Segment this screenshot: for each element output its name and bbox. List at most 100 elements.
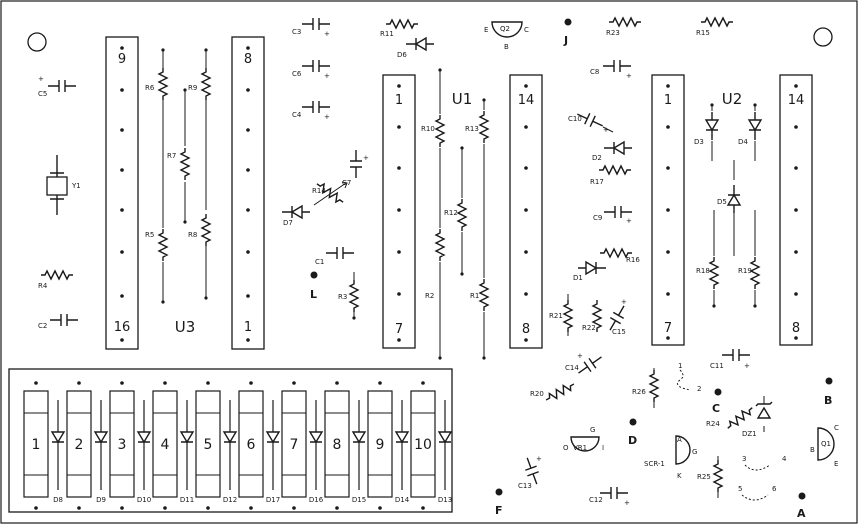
r21-resistor: R21 <box>549 294 573 336</box>
bar-diode-symbol <box>308 431 324 444</box>
bar-pad-top <box>421 381 425 385</box>
svg-text:C: C <box>834 424 839 432</box>
u3-pin-16: 16 <box>114 320 131 335</box>
u2-pin-7: 7 <box>664 321 672 336</box>
bar-segment <box>410 390 436 498</box>
u2-label: U2 <box>722 90 743 108</box>
c15-capacitor: C15 + <box>604 298 630 336</box>
svg-text:B: B <box>810 446 815 454</box>
d3-label: D3 <box>694 138 704 146</box>
jumper-1-2: 1 2 <box>676 362 701 393</box>
r20-resistor: R20 <box>530 379 577 405</box>
u2-components: D3 D4 D5 R18 R19 <box>694 103 762 308</box>
bar-diode-symbol <box>50 431 66 444</box>
bar-pad-top <box>206 381 210 385</box>
c6-capacitor: C6 + <box>292 59 331 80</box>
bar-segment-number: 3 <box>118 437 127 453</box>
svg-text:+: + <box>577 352 583 360</box>
svg-text:R23: R23 <box>606 29 620 37</box>
bar-diode-label: D11 <box>180 496 194 504</box>
u1-pin-7: 7 <box>395 322 403 337</box>
bar-graph-display-outline <box>8 368 453 513</box>
u1-pin-1: 1 <box>395 93 403 108</box>
bar-segment <box>23 390 49 498</box>
bar-diode-label: D12 <box>223 496 237 504</box>
svg-text:R24: R24 <box>706 420 720 428</box>
bar-diode-label: D8 <box>53 496 63 504</box>
svg-text:R14: R14 <box>312 187 326 195</box>
bar-segment-number: 9 <box>376 437 385 453</box>
q2-transistor: Q2 E B C <box>484 21 529 51</box>
u3-pin-8: 8 <box>244 52 252 67</box>
svg-text:1: 1 <box>678 362 682 370</box>
bar-diode-label: D9 <box>96 496 106 504</box>
bar-segment-number: 5 <box>204 437 213 453</box>
bar-segment-number: 2 <box>75 437 84 453</box>
c12-capacitor: C12 + <box>589 486 630 507</box>
c9-capacitor: C9 + <box>593 205 633 225</box>
svg-text:+: + <box>324 72 330 80</box>
bar-segment <box>195 390 221 498</box>
bar-diode-label: D13 <box>438 496 452 504</box>
svg-text:C11: C11 <box>710 362 724 370</box>
c7-capacitor: C7 + <box>342 149 369 187</box>
bar-segment-number: 7 <box>290 437 299 453</box>
r14-trimmer: R14 <box>312 179 348 207</box>
terminal-f: F <box>495 488 503 517</box>
svg-text:6: 6 <box>772 485 777 493</box>
svg-text:+: + <box>38 75 44 83</box>
svg-text:C5: C5 <box>38 90 47 98</box>
bar-segment <box>367 390 393 498</box>
svg-text:+: + <box>624 499 630 507</box>
svg-text:C1: C1 <box>315 258 324 266</box>
r3-resistor: R3 <box>338 272 359 320</box>
bar-segment <box>238 390 264 498</box>
bar-diode-symbol <box>222 431 238 444</box>
u1-ic: 1 14 7 8 U1 <box>382 74 543 349</box>
bar-pad-bottom <box>292 506 296 510</box>
u3-ic: 9 8 16 1 U3 <box>105 36 265 350</box>
bar-diode-symbol <box>93 431 109 444</box>
svg-text:2: 2 <box>697 385 701 393</box>
u2-ic: 1 14 7 8 U2 <box>651 74 813 346</box>
svg-text:+: + <box>324 30 330 38</box>
c3-capacitor: C3 + <box>292 17 331 38</box>
svg-text:+: + <box>324 113 330 121</box>
svg-text:C3: C3 <box>292 28 301 36</box>
svg-text:+: + <box>536 455 542 463</box>
c2-capacitor: C2 <box>38 313 79 330</box>
r16-resistor: R16 <box>599 248 640 264</box>
r12-label: R12 <box>444 209 458 217</box>
bar-pad-top <box>249 381 253 385</box>
svg-text:A: A <box>797 507 806 520</box>
bar-pad-bottom <box>378 506 382 510</box>
svg-text:D6: D6 <box>397 51 407 59</box>
r26-resistor: R26 <box>632 368 659 408</box>
svg-text:R4: R4 <box>38 282 48 290</box>
svg-text:R21: R21 <box>549 312 563 320</box>
svg-text:F: F <box>495 504 503 517</box>
svg-text:C15: C15 <box>612 328 626 336</box>
r11-resistor: R11 <box>380 19 419 38</box>
svg-text:C2: C2 <box>38 322 47 330</box>
d4-label: D4 <box>738 138 748 146</box>
bar-pad-bottom <box>421 506 425 510</box>
terminal-d: D <box>628 418 637 447</box>
r6-label: R6 <box>145 84 155 92</box>
u3-label: U3 <box>175 318 196 336</box>
svg-text:G: G <box>692 448 697 456</box>
bar-pad-top <box>120 381 124 385</box>
c1-capacitor: C1 <box>315 246 355 266</box>
svg-text:R11: R11 <box>380 30 394 38</box>
bar-pad-top <box>77 381 81 385</box>
svg-text:4: 4 <box>782 455 787 463</box>
svg-text:C10: C10 <box>568 115 582 123</box>
bar-pad-top <box>292 381 296 385</box>
svg-text:R3: R3 <box>338 293 347 301</box>
bar-diode-symbol <box>179 431 195 444</box>
svg-text:C6: C6 <box>292 70 302 78</box>
bar-segment-number: 6 <box>247 437 256 453</box>
svg-text:SCR-1: SCR-1 <box>644 460 665 468</box>
bar-pad-top <box>378 381 382 385</box>
bar-diode-label: D14 <box>395 496 410 504</box>
